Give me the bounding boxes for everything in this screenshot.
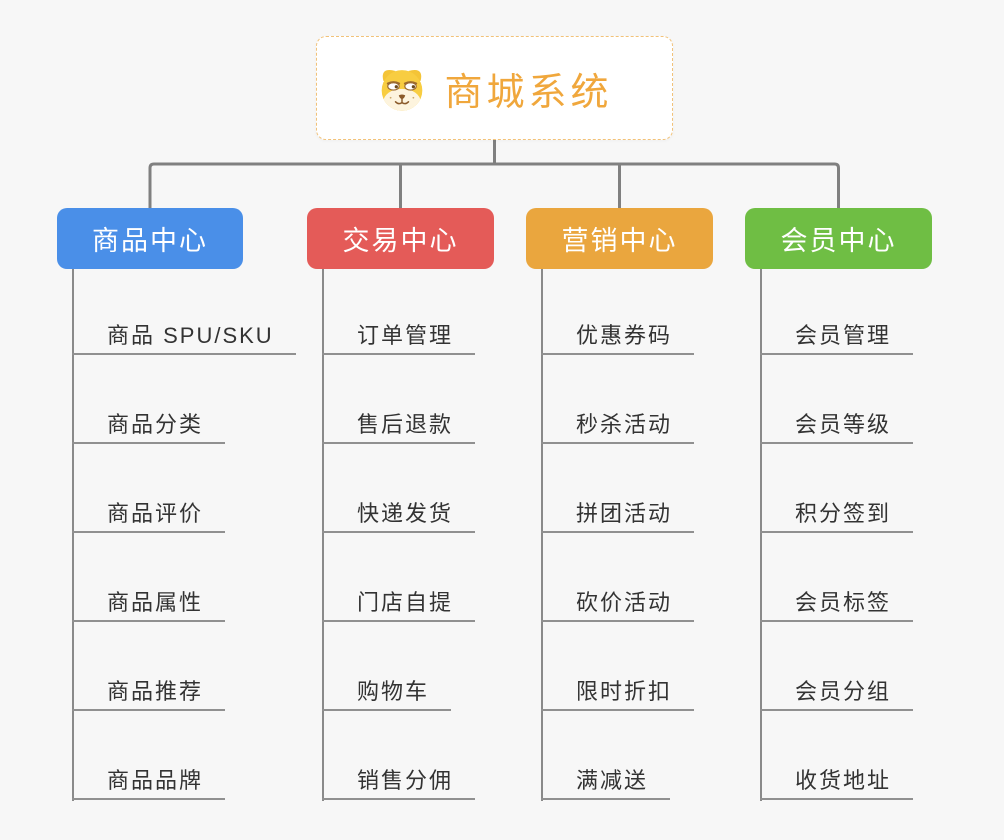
leaf-item[interactable]: 商品推荐 — [72, 676, 226, 711]
leaf-item[interactable]: 秒杀活动 — [541, 409, 695, 444]
leaf-item[interactable]: 售后退款 — [322, 409, 476, 444]
leaf-item[interactable]: 收货地址 — [760, 765, 914, 800]
leaf-item[interactable]: 拼团活动 — [541, 498, 695, 533]
leaf-item[interactable]: 会员管理 — [760, 320, 914, 355]
leaf-item[interactable]: 快递发货 — [322, 498, 476, 533]
leaf-item[interactable]: 积分签到 — [760, 498, 914, 533]
branch-trunk-line — [322, 269, 324, 801]
root-title: 商城系统 — [444, 71, 613, 114]
branch-node-trade-center[interactable]: 交易中心 — [307, 208, 494, 269]
leaf-item[interactable]: 商品 SPU/SKU — [72, 320, 296, 355]
branch-label: 会员中心 — [780, 226, 897, 256]
leaf-item[interactable]: 商品评价 — [72, 498, 226, 533]
branch-label: 交易中心 — [342, 226, 459, 256]
branch-node-marketing-center[interactable]: 营销中心 — [526, 208, 713, 269]
branch-node-product-center[interactable]: 商品中心 — [57, 208, 243, 269]
branch-label: 营销中心 — [561, 226, 678, 256]
leaf-item[interactable]: 商品分类 — [72, 409, 226, 444]
leaf-item[interactable]: 销售分佣 — [322, 765, 476, 800]
leaf-item[interactable]: 会员分组 — [760, 676, 914, 711]
branch-trunk-line — [760, 269, 762, 801]
branch-label: 商品中心 — [92, 226, 208, 256]
branch-trunk-line — [72, 269, 74, 801]
leaf-item[interactable]: 订单管理 — [322, 320, 476, 355]
leaf-item[interactable]: 商品品牌 — [72, 765, 226, 800]
leaf-item[interactable]: 满减送 — [541, 765, 671, 800]
leaf-item[interactable]: 会员等级 — [760, 409, 914, 444]
shiba-dog-icon — [382, 70, 423, 111]
leaf-item[interactable]: 会员标签 — [760, 587, 914, 622]
branch-node-member-center[interactable]: 会员中心 — [745, 208, 932, 269]
leaf-item[interactable]: 商品属性 — [72, 587, 226, 622]
leaf-item[interactable]: 砍价活动 — [541, 587, 695, 622]
branch-trunk-line — [541, 269, 543, 801]
root-node[interactable]: 商城系统 — [316, 36, 673, 140]
leaf-item[interactable]: 限时折扣 — [541, 676, 695, 711]
leaf-item[interactable]: 购物车 — [322, 676, 452, 711]
leaf-item[interactable]: 门店自提 — [322, 587, 476, 622]
leaf-item[interactable]: 优惠券码 — [541, 320, 695, 355]
